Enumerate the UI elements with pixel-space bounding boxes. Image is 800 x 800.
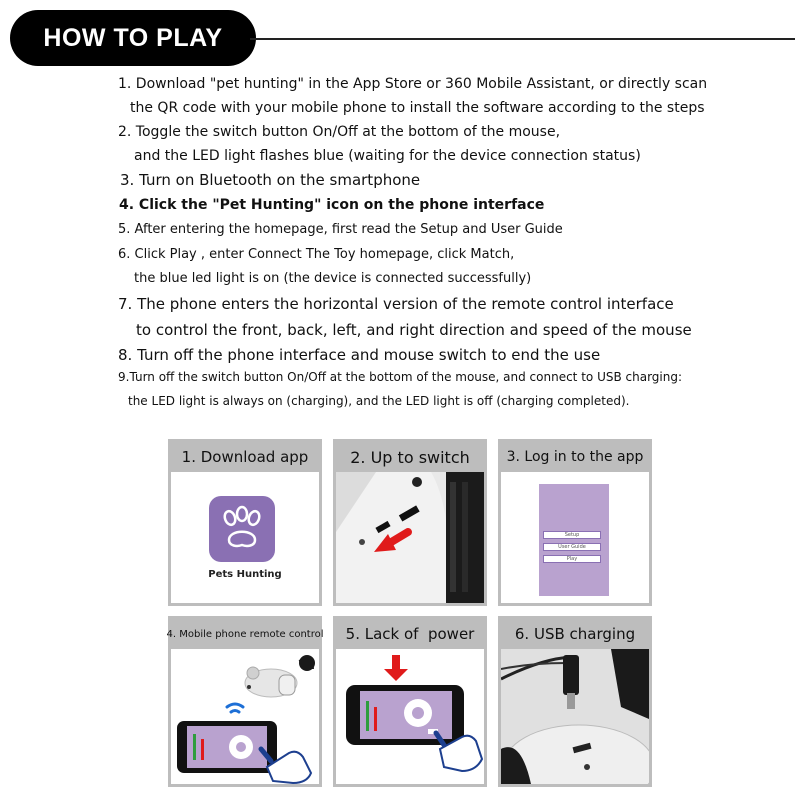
card-title: 4. Mobile phone remote control [166,628,324,640]
how-to-play-banner: HOW TO PLAY [10,10,256,66]
step-line: 9.Turn off the switch button On/Off at t… [118,370,683,384]
step-line: 6. Click Play , enter Connect The Toy ho… [118,247,515,262]
phone-device [346,685,464,745]
pointing-hand-icon [258,746,313,784]
card-title: 5. Lack of power [345,625,475,643]
card-illustration [501,649,649,784]
card-title: 1. Download app [181,448,309,466]
card-title: 2. Up to switch [350,447,470,467]
bluetooth-icon [225,702,245,714]
card-illustration [336,472,484,603]
pets-hunting-app-icon [209,496,275,562]
step-line: 7. The phone enters the horizontal versi… [118,295,674,313]
step-line: to control the front, back, left, and ri… [136,321,692,339]
remote-control-illustration [177,655,315,784]
card-illustration: Setup User Guide Play [501,472,649,603]
card-illustration [171,649,319,784]
play-button: Play [543,555,601,563]
instruction-list: 1. Download "pet hunting" in the App Sto… [118,76,708,408]
card-usb-charging: 6. USB charging [498,616,652,787]
step-line: the LED light is always on (charging), a… [128,394,630,408]
mouse-switch-illustration [336,472,484,603]
red-arrow-icon [384,655,408,681]
card-log-in: 3. Log in to the app Setup User Guide Pl… [498,439,652,606]
step-line: 2. Toggle the switch button On/Off at th… [118,124,561,140]
step-line: 3. Turn on Bluetooth on the smartphone [120,171,421,189]
step-line: 4. Click the "Pet Hunting" icon on the p… [119,197,545,213]
step-line: and the LED light flashes blue (waiting … [134,148,641,164]
user-guide-button: User Guide [543,543,601,551]
card-illustration [336,649,484,784]
step-line: the QR code with your mobile phone to in… [130,100,705,116]
toy-mouse-icon [244,655,315,698]
step-line: 5. After entering the homepage, first re… [118,222,563,237]
card-title: 6. USB charging [514,625,636,643]
header-rule [250,38,795,40]
card-remote-control: 4. Mobile phone remote control [166,616,324,787]
step-line: 1. Download "pet hunting" in the App Sto… [118,76,708,92]
step-line: 8. Turn off the phone interface and mous… [118,346,601,364]
usb-plug-icon [563,655,579,709]
page-title: HOW TO PLAY [43,23,223,52]
setup-button: Setup [543,531,601,539]
card-lack-of-power: 5. Lack of power [333,616,487,787]
lack-of-power-illustration [346,655,484,773]
step-line: the blue led light is on (the device is … [134,271,532,286]
phone-device [177,721,277,773]
app-home-screen: Setup User Guide Play [539,484,609,596]
red-arrow-icon [374,528,412,552]
card-download-app: 1. Download app Pets Hunting [168,439,322,606]
card-up-to-switch: 2. Up to switch [333,439,487,606]
pointing-hand-icon [433,730,484,773]
card-title: 3. Log in to the app [506,449,644,465]
app-name-label: Pets Hunting [208,569,282,580]
usb-charging-illustration [501,649,649,784]
card-illustration: Pets Hunting [171,472,319,603]
paw-icon [223,505,261,548]
